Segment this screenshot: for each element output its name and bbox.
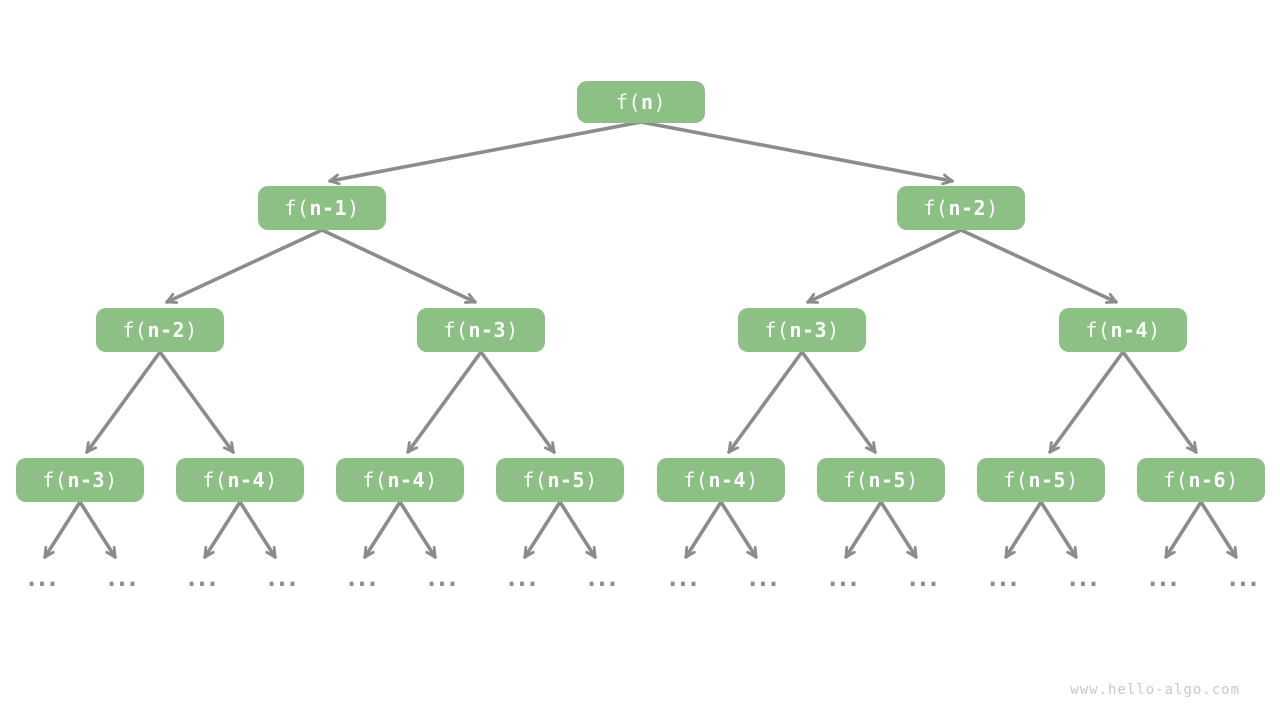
node-label-pre: f( xyxy=(764,318,790,342)
node-label-post: ) xyxy=(105,468,118,492)
node-label-pre: f( xyxy=(443,318,469,342)
tree-node-l2-3: f(n-4) xyxy=(1059,308,1187,352)
leaf-ellipsis: ... xyxy=(264,564,299,592)
leaf-ellipsis: ... xyxy=(985,564,1020,592)
node-label-pre: f( xyxy=(1163,468,1189,492)
node-label-pre: f( xyxy=(362,468,388,492)
leaf-ellipsis: ... xyxy=(504,564,539,592)
tree-node-l3-5: f(n-5) xyxy=(817,458,945,502)
watermark-text: www.hello-algo.com xyxy=(1070,682,1240,698)
node-label-pre: f( xyxy=(615,90,641,114)
node-label-arg: n-5 xyxy=(1028,468,1067,492)
tree-node-root: f(n) xyxy=(577,81,705,123)
leaf-ellipsis: ... xyxy=(905,564,940,592)
node-label-pre: f( xyxy=(1003,468,1029,492)
node-label-arg: n-3 xyxy=(468,318,507,342)
node-label-post: ) xyxy=(653,90,667,114)
node-label-pre: f( xyxy=(923,196,949,220)
leaf-ellipsis: ... xyxy=(24,564,59,592)
node-label-arg: n-4 xyxy=(387,468,426,492)
tree-node-l2-2: f(n-3) xyxy=(738,308,866,352)
tree-node-l3-0: f(n-3) xyxy=(16,458,144,502)
node-label-post: ) xyxy=(1066,468,1079,492)
node-label-pre: f( xyxy=(122,318,148,342)
tree-node-l2-1: f(n-3) xyxy=(417,308,545,352)
node-label-pre: f( xyxy=(284,196,310,220)
node-label-post: ) xyxy=(906,468,919,492)
node-label-post: ) xyxy=(425,468,438,492)
tree-node-l1-1: f(n-2) xyxy=(897,186,1025,230)
leaf-ellipsis: ... xyxy=(424,564,459,592)
node-label-pre: f( xyxy=(202,468,228,492)
node-label-arg: n-4 xyxy=(708,468,747,492)
node-label-arg: n-3 xyxy=(789,318,828,342)
leaf-ellipsis: ... xyxy=(745,564,780,592)
node-label-arg: n-5 xyxy=(547,468,586,492)
node-label-pre: f( xyxy=(683,468,709,492)
node-label-arg: n xyxy=(641,90,654,114)
node-label-post: ) xyxy=(585,468,598,492)
tree-node-l1-0: f(n-1) xyxy=(258,186,386,230)
node-label-post: ) xyxy=(1148,318,1161,342)
leaf-ellipsis: ... xyxy=(825,564,860,592)
tree-node-l3-3: f(n-5) xyxy=(496,458,624,502)
node-label-arg: n-1 xyxy=(309,196,348,220)
tree-node-l2-0: f(n-2) xyxy=(96,308,224,352)
node-label-arg: n-6 xyxy=(1188,468,1227,492)
tree-node-l3-7: f(n-6) xyxy=(1137,458,1265,502)
node-label-arg: n-2 xyxy=(948,196,987,220)
node-label-arg: n-2 xyxy=(147,318,186,342)
tree-node-l3-1: f(n-4) xyxy=(176,458,304,502)
node-label-post: ) xyxy=(1226,468,1239,492)
leaf-ellipsis: ... xyxy=(184,564,219,592)
node-label-post: ) xyxy=(506,318,519,342)
leaf-ellipsis: ... xyxy=(665,564,700,592)
node-label-pre: f( xyxy=(1085,318,1111,342)
tree-node-l3-6: f(n-5) xyxy=(977,458,1105,502)
node-label-arg: n-3 xyxy=(67,468,106,492)
node-label-arg: n-5 xyxy=(868,468,907,492)
leaf-ellipsis: ... xyxy=(104,564,139,592)
node-label-arg: n-4 xyxy=(227,468,266,492)
node-label-pre: f( xyxy=(843,468,869,492)
node-label-arg: n-4 xyxy=(1110,318,1149,342)
node-label-post: ) xyxy=(265,468,278,492)
node-label-post: ) xyxy=(347,196,360,220)
tree-node-l3-2: f(n-4) xyxy=(336,458,464,502)
leaf-ellipsis: ... xyxy=(344,564,379,592)
tree-node-l3-4: f(n-4) xyxy=(657,458,785,502)
node-label-post: ) xyxy=(827,318,840,342)
node-label-post: ) xyxy=(746,468,759,492)
node-label-post: ) xyxy=(986,196,999,220)
leaf-ellipsis: ... xyxy=(584,564,619,592)
leaf-ellipsis: ... xyxy=(1065,564,1100,592)
node-label-post: ) xyxy=(185,318,198,342)
node-label-pre: f( xyxy=(522,468,548,492)
leaf-ellipsis: ... xyxy=(1145,564,1180,592)
leaf-ellipsis: ... xyxy=(1225,564,1260,592)
node-label-pre: f( xyxy=(42,468,68,492)
